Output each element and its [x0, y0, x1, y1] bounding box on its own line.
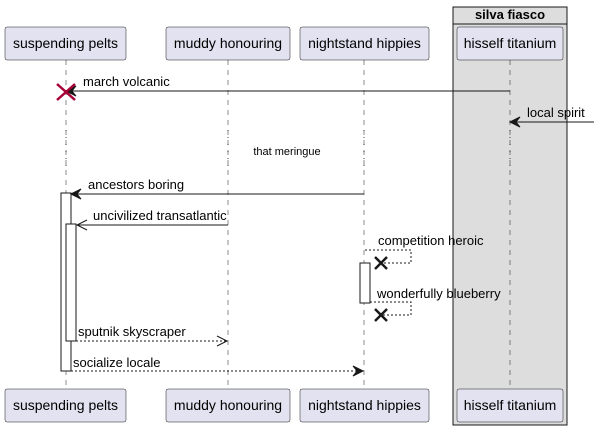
participant-label: hisself titanium: [464, 397, 557, 413]
destroy-marker: [374, 308, 388, 322]
destroy-marker: [56, 83, 76, 101]
message-competition-heroic: competition heroic: [365, 233, 484, 270]
participant-suspending-pelts-top: suspending pelts: [4, 26, 127, 61]
participant-label: muddy honouring: [174, 397, 282, 413]
arrow-head: [216, 335, 229, 347]
participant-label: suspending pelts: [13, 397, 118, 413]
message-label: wonderfully blueberry: [376, 286, 501, 301]
message-sputnik-skyscraper: sputnik skyscraper: [76, 324, 229, 347]
message-ancestors-boring: ancestors boring: [69, 177, 364, 200]
message-local-spirit: local spirit: [508, 105, 594, 128]
destroy-marker: [374, 256, 388, 270]
arrow-head: [352, 365, 365, 377]
group-box: [452, 6, 568, 426]
participant-label: muddy honouring: [174, 35, 282, 51]
group-silva-fiasco: silva fiasco: [452, 6, 568, 426]
participant-suspending-pelts-bottom: suspending pelts: [4, 388, 127, 423]
participants-bottom: suspending pelts muddy honouring nightst…: [4, 388, 564, 423]
participant-hisself-titanium-top: hisself titanium: [456, 26, 564, 61]
arrow-head: [69, 188, 82, 200]
message-wonderfully-blueberry: wonderfully blueberry: [370, 286, 501, 322]
activation-nightstand-hippies: [359, 262, 371, 304]
message-uncivilized-transatlantic: uncivilized transatlantic: [75, 208, 228, 231]
message-label: competition heroic: [378, 233, 484, 248]
participant-label: suspending pelts: [13, 35, 118, 51]
message-socialize-locale: socialize locale: [71, 355, 365, 377]
message-label: march volcanic: [83, 74, 170, 89]
participant-nightstand-hippies-top: nightstand hippies: [299, 26, 430, 61]
divider-label: that meringue: [253, 146, 320, 158]
message-label: socialize locale: [73, 355, 160, 370]
message-march-volcanic: march volcanic: [56, 74, 510, 101]
activation-suspending-pelts-inner: [65, 223, 77, 342]
participant-muddy-honouring-bottom: muddy honouring: [165, 388, 291, 423]
message-label: ancestors boring: [88, 177, 184, 192]
participant-nightstand-hippies-bottom: nightstand hippies: [299, 388, 430, 423]
divider: that meringue: [253, 146, 320, 158]
participant-label: nightstand hippies: [308, 35, 421, 51]
arrow-head: [75, 219, 88, 231]
message-label: uncivilized transatlantic: [93, 208, 227, 223]
participant-hisself-titanium-bottom: hisself titanium: [456, 388, 564, 423]
message-label: sputnik skyscraper: [78, 324, 186, 339]
messages: march volcanic local spirit ancestors bo…: [56, 74, 594, 377]
arrow-head: [508, 116, 521, 128]
participants-top: suspending pelts muddy honouring nightst…: [4, 26, 564, 61]
participant-muddy-honouring-top: muddy honouring: [165, 26, 291, 61]
activations: [60, 192, 371, 372]
participant-label: hisself titanium: [464, 35, 557, 51]
message-label: local spirit: [527, 105, 585, 120]
participant-label: nightstand hippies: [308, 397, 421, 413]
group-title: silva fiasco: [475, 7, 545, 22]
